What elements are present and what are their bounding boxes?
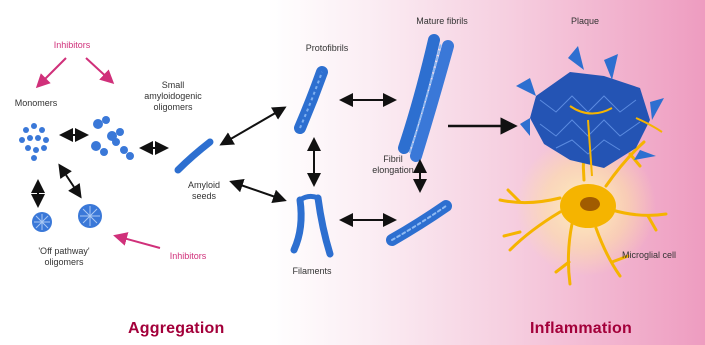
mature-fibrils-label: Mature fibrils [402,16,482,27]
small-oligomers-label: Small amyloidogenic oligomers [136,80,210,113]
mature-fibrils [404,40,448,156]
inhibitors-label-top: Inhibitors [44,40,100,51]
inhibitor-arrow-oligomers [86,58,112,82]
off-pathway-label: 'Off pathway' oligomers [22,246,106,268]
monomers-label: Monomers [6,98,66,109]
amyloid-seed [178,142,210,170]
filaments-label: Filaments [282,266,342,277]
amyloid-seeds-label: Amyloid seeds [176,180,232,202]
protofibrils-label: Protofibrils [292,43,362,54]
inhibitors-label-bottom: Inhibitors [158,251,218,262]
fibril-elongation-label: Fibril elongation [368,154,418,176]
inhibitor-arrow-off-pathway [116,236,160,248]
monomers-cluster [19,123,49,161]
arrow-seeds-filaments [232,182,284,200]
small-oligomers-cluster [91,116,134,160]
off-pathway-oligomers [32,204,102,232]
arrow-monomers-offpathway-2 [60,166,80,196]
aggregation-heading: Aggregation [128,320,224,338]
elongated-fibril [392,206,446,240]
inhibitor-arrow-monomers [38,58,66,86]
filaments [294,196,330,254]
inflammation-heading: Inflammation [530,320,632,338]
plaque-label: Plaque [560,16,610,27]
microglial-cell-label: Microglial cell [622,250,704,261]
arrow-seeds-protofibrils [222,108,284,144]
protofibril [300,72,322,128]
